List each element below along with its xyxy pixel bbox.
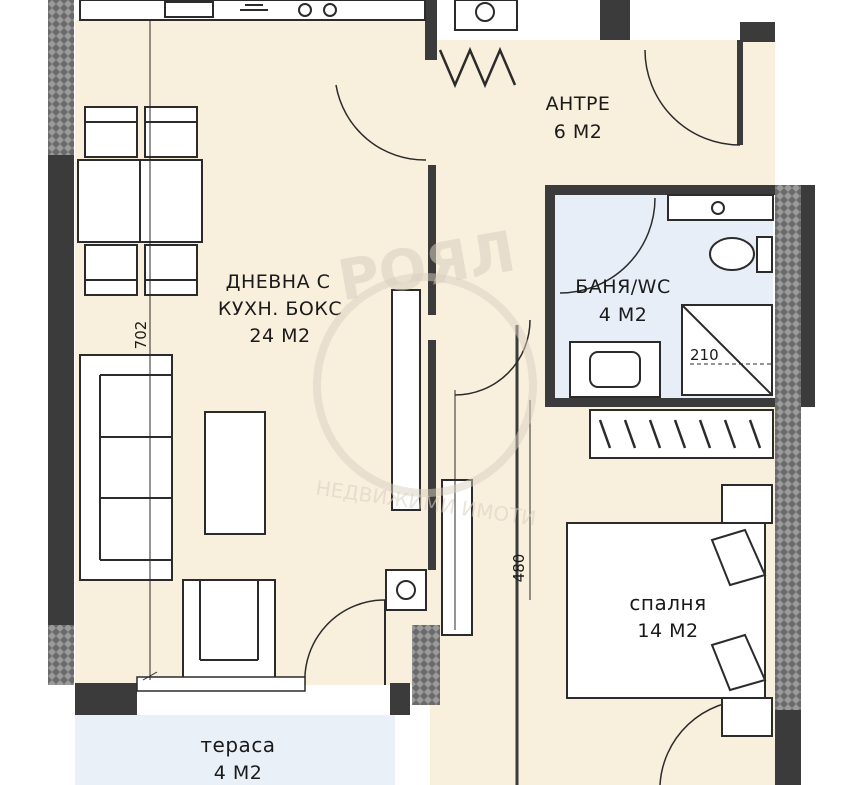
corridor-door-swing [454,319,531,396]
bath-counter [667,194,774,221]
partition-living-corridor [428,165,436,315]
living-dimension: 702 [132,321,150,350]
coffee-table [204,411,266,535]
floor-areas [75,20,775,785]
chair [84,106,138,158]
chair [144,106,198,158]
partition-kitchen-hall [425,0,437,60]
hall-floor [430,40,775,185]
bed [566,484,773,737]
toilet-bowl [709,237,755,271]
west-wall-hatch-top [48,0,74,155]
kitchen-counter [79,0,518,31]
kitchen-door-swing [335,84,427,161]
chair [144,244,198,296]
east-wall [775,185,801,715]
pillow [710,528,767,587]
nightstand [721,484,773,524]
hall-door-swing [644,49,741,146]
hood-icon [240,4,268,11]
watermark-ring [313,273,537,497]
west-wall [48,155,74,625]
bedroom-area: 14 М2 [637,620,698,642]
east-wall-outer [801,185,815,407]
bedroom-label: спалня [629,591,706,615]
terrace-label: тераса [200,733,275,757]
west-wall-hatch-bottom [48,625,74,685]
east-wall-lower [775,710,801,785]
hall-area: 6 М2 [554,121,603,143]
folding-door [438,46,517,89]
terrace-area: 4 М2 [214,762,263,784]
living-room-label-2: КУХН. БОКС [218,298,342,320]
washer [454,0,518,31]
dining-set [77,106,203,296]
dimension-lines [142,20,772,681]
terrace-door-swing [304,599,386,686]
pillow [710,633,767,692]
bathroom-wall-bottom [545,398,775,407]
living-room-area: 24 М2 [249,325,310,347]
bathroom-wall-left [545,185,555,405]
terrace-window [136,676,306,692]
room-labels: ДНЕВНА С КУХН. БОКС 24 М2 АНТРЕ 6 М2 БАН… [200,93,706,784]
bathroom-area: 4 М2 [599,304,648,326]
hall-notch [740,22,775,42]
hall-north-wall [600,0,630,40]
terrace-wall-right [390,683,410,715]
washer-drum [475,2,495,22]
partition-living-corridor-lower [428,340,436,570]
bathroom-label: БАНЯ/WC [575,276,670,298]
boiler [385,569,427,611]
bath-door-swing [559,197,656,294]
bathroom-fixtures [569,194,774,398]
hob-burner-1 [298,3,312,17]
nightstand [721,697,773,737]
hall-label: АНТРЕ [546,93,611,115]
bedroom-door-dimension: 480 [510,554,528,583]
boiler-dial [396,580,416,600]
shower-dimension: 210 [690,346,719,364]
walls [48,0,815,785]
tv-unit [391,289,421,511]
corridor-cabinet [441,479,473,636]
kitchen-sink [164,1,214,18]
hob-burner-2 [323,3,337,17]
living-room-label: ДНЕВНА С [226,271,331,293]
terrace-wall [75,683,137,715]
doors [304,46,751,785]
terrace-column [412,625,440,705]
sofa [79,354,173,581]
bathroom-wall-top [545,185,775,195]
toilet-tank [756,236,773,273]
wardrobe [589,409,774,459]
armchair [182,579,276,679]
chair [84,244,138,296]
terrace-floor [75,715,395,785]
sofa-frame [79,354,173,581]
